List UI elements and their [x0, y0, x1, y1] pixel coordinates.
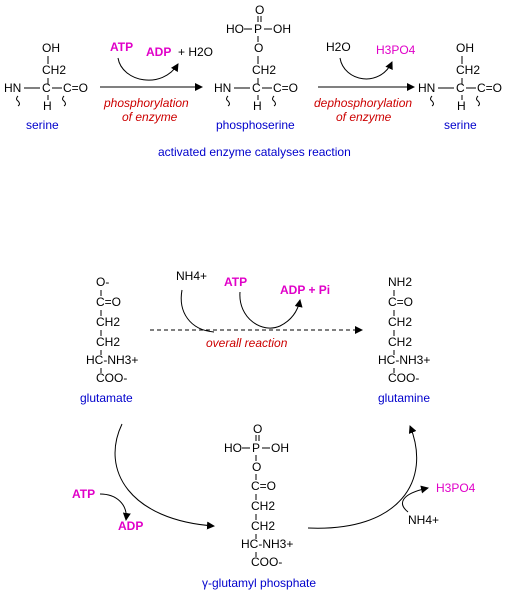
serine-name-left: serine: [26, 118, 59, 132]
hydroxyl-label: OH: [456, 41, 474, 55]
ammonium-label: NH4+: [408, 513, 439, 527]
adp-label: ADP: [118, 519, 143, 533]
hn-label: HN: [4, 81, 21, 95]
ch2-label: CH2: [251, 499, 275, 513]
hydrogen-label: H: [43, 99, 52, 113]
carboxylate-label: COO-: [251, 555, 282, 569]
phosphoserine-name: phosphoserine: [216, 118, 295, 132]
wavy-bond-icon: [272, 95, 276, 107]
curved-arrow-icon: [402, 485, 429, 513]
ho-label: HO: [224, 441, 242, 455]
carbonyl-label: C=O: [477, 81, 502, 95]
cycle-arrow-icon: [307, 425, 418, 529]
o-top-label: O: [255, 3, 264, 17]
hn-label: HN: [418, 81, 435, 95]
phosphorylation-label: phosphorylation: [103, 96, 189, 110]
ch2-label: CH2: [456, 63, 480, 77]
serine-name-right: serine: [444, 118, 477, 132]
hydrogen-label: H: [457, 99, 466, 113]
curved-arrow-icon: [99, 493, 131, 521]
adp-label: ADP: [146, 45, 171, 59]
phosphoric-acid-label: H3PO4: [436, 481, 476, 495]
carbonyl-label: C=O: [388, 295, 413, 309]
oh-label: OH: [271, 441, 289, 455]
wavy-bond-icon: [62, 95, 66, 107]
o-link-label: O: [252, 460, 261, 474]
glutamine-name: glutamine: [378, 391, 430, 405]
amide-nh2-label: NH2: [388, 275, 412, 289]
ho-label: HO: [226, 22, 244, 36]
carbonyl-label: C=O: [273, 81, 298, 95]
serine-structure-right: OH CH2 HN C C=O H serine: [418, 41, 502, 132]
curved-arrow-icon: [339, 57, 393, 80]
carbon-label: C: [252, 81, 261, 95]
gamma-glutamyl-phosphate-name: γ-glutamyl phosphate: [202, 576, 316, 590]
phosphorylation-step: ATP ADP + H2O phosphorylation of enzyme: [100, 40, 213, 124]
oh-label: OH: [273, 22, 291, 36]
water-product-label: + H2O: [178, 45, 213, 59]
ch2-label: CH2: [96, 335, 120, 349]
alpha-carbon-label: HC-NH3+: [241, 537, 293, 551]
carbonyl-label: C=O: [63, 81, 88, 95]
hydroxyl-label: OH: [42, 41, 60, 55]
alpha-carbon-label: HC-NH3+: [378, 353, 430, 367]
atp-label: ATP: [224, 275, 247, 289]
gamma-glutamyl-phosphate-structure: O HO P OH O C=O CH2 CH2 HC-NH3+ COO- γ-g…: [202, 422, 316, 590]
ammonium-label: NH4+: [176, 269, 207, 283]
wavy-bond-icon: [430, 95, 434, 107]
atp-label: ATP: [110, 40, 133, 54]
dephosphorylation-step: H2O H3PO4 dephosphorylation of enzyme: [314, 40, 416, 124]
ch2-label: CH2: [388, 335, 412, 349]
overall-reaction-label: overall reaction: [206, 336, 288, 350]
wavy-bond-icon: [476, 95, 480, 107]
caption: activated enzyme catalyses reaction: [158, 145, 351, 159]
carbonyl-label: C=O: [96, 295, 121, 309]
carbon-label: C: [456, 81, 465, 95]
serine-structure-left: OH CH2 HN C C=O H serine: [4, 41, 88, 132]
wavy-bond-icon: [226, 95, 230, 107]
o-link-label: O: [254, 41, 263, 55]
of-enzyme-label: of enzyme: [336, 110, 392, 124]
alpha-carbon-label: HC-NH3+: [86, 353, 138, 367]
hn-label: HN: [214, 81, 231, 95]
atp-label: ATP: [72, 487, 95, 501]
of-enzyme-label: of enzyme: [122, 110, 178, 124]
carboxylate-label: COO-: [388, 371, 419, 385]
glutamate-name: glutamate: [80, 391, 133, 405]
dephosphorylation-label: dephosphorylation: [314, 96, 412, 110]
ammonium-curve-icon: [180, 289, 215, 333]
phosphoserine-structure: O HO P OH O CH2 HN C C=O H phosphoserine: [214, 3, 298, 132]
glutamate-structure: O- C=O CH2 CH2 HC-NH3+ COO- glutamate: [80, 275, 138, 405]
ch2-label: CH2: [96, 315, 120, 329]
overall-reaction: NH4+ ATP ADP + Pi overall reaction: [150, 269, 363, 350]
adp-pi-label: ADP + Pi: [280, 283, 330, 297]
wavy-bond-icon: [16, 95, 20, 107]
phosphoric-acid-label: H3PO4: [376, 43, 416, 57]
curved-arrow-icon: [239, 291, 303, 329]
carbon-label: C: [42, 81, 51, 95]
water-reactant-label: H2O: [326, 40, 351, 54]
carbonyl-label: C=O: [251, 479, 276, 493]
ch2-label: CH2: [252, 63, 276, 77]
curved-arrow-icon: [117, 57, 179, 81]
ch2-label: CH2: [251, 519, 275, 533]
cycle-arrow-icon: [114, 423, 215, 530]
ch2-label: CH2: [42, 63, 66, 77]
glutamine-structure: NH2 C=O CH2 CH2 HC-NH3+ COO- glutamine: [378, 275, 430, 405]
carboxylate-label: COO-: [96, 371, 127, 385]
o-top-label: O: [253, 422, 262, 436]
phosphorus-label: P: [252, 441, 260, 455]
left-cycle: ATP ADP: [72, 423, 215, 533]
ch2-label: CH2: [388, 315, 412, 329]
hydrogen-label: H: [253, 99, 262, 113]
right-cycle: H3PO4 NH4+: [307, 425, 476, 529]
carboxylate-o-label: O-: [96, 275, 109, 289]
phosphorus-label: P: [254, 22, 262, 36]
